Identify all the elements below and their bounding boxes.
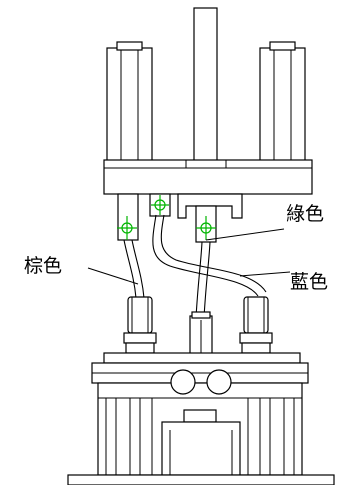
earth-pin	[193, 7, 218, 169]
right-connector	[239, 296, 273, 354]
terminal-block	[117, 193, 243, 243]
green-terminal-marker	[196, 216, 216, 240]
pin-base	[103, 159, 313, 195]
lower-housing	[67, 296, 335, 485]
chassis-ribs	[105, 398, 295, 475]
base-plate	[67, 474, 335, 485]
centre-housing	[161, 421, 241, 476]
brown-terminal-marker	[117, 216, 137, 240]
left-stud	[170, 369, 196, 395]
plug-body	[103, 7, 313, 243]
brown-wire	[123, 239, 145, 299]
green-wire	[195, 241, 211, 319]
brown-leader	[87, 267, 139, 285]
right-pin	[259, 41, 306, 171]
left-connector	[123, 296, 157, 354]
left-pin	[106, 41, 153, 171]
blue-wire	[152, 214, 267, 297]
chassis-top	[103, 352, 301, 364]
green-label: 綠色	[286, 203, 324, 225]
brown-label: 棕色	[24, 255, 62, 277]
right-stud	[206, 369, 232, 395]
centre-slot	[183, 409, 217, 423]
blue-label: 藍色	[290, 271, 328, 293]
leader-lines	[87, 228, 291, 285]
terminal-markers	[117, 195, 216, 240]
green-leader	[205, 228, 285, 241]
blue-leader	[239, 271, 291, 277]
centre-tube	[189, 311, 213, 357]
wires	[123, 214, 267, 319]
blue-terminal-marker	[151, 195, 169, 215]
